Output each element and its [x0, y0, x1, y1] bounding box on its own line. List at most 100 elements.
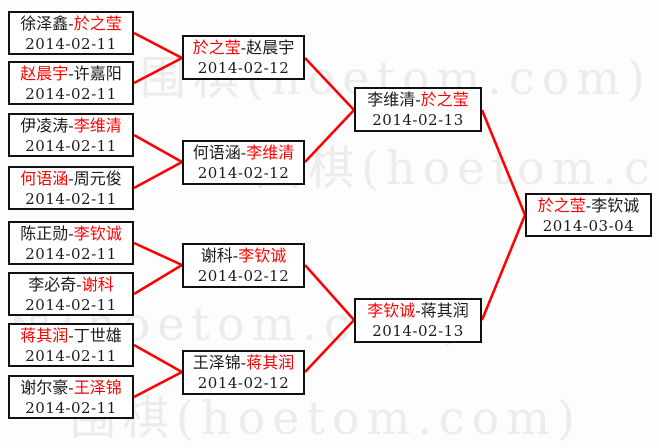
- bracket-connector: [133, 160, 183, 190]
- match-players: 伊凌涛-李维清: [10, 116, 132, 136]
- player-name: 许嘉阳: [73, 64, 122, 83]
- bracket-connector: [480, 214, 527, 321]
- player-name: 蒋其润: [246, 353, 295, 372]
- match-date: 2014-02-11: [25, 85, 117, 103]
- match-players: 徐泽鑫-於之莹: [10, 14, 132, 34]
- match-box: 谢尔豪-王泽锦 2014-02-11: [8, 375, 134, 419]
- player-name: 何语涵: [20, 169, 69, 188]
- player-name: 於之莹: [192, 38, 241, 57]
- player-separator: -: [68, 116, 74, 135]
- player-name: 周元俊: [73, 169, 122, 188]
- match-players: 赵晨宇-许嘉阳: [10, 64, 132, 84]
- match-players: 谢尔豪-王泽锦: [10, 378, 132, 398]
- match-date: 2014-02-12: [197, 374, 290, 392]
- bracket-connector: [133, 343, 183, 374]
- match-players: 於之莹-赵晨宇: [184, 38, 303, 58]
- bracket-connector: [133, 241, 183, 267]
- match-players: 於之莹-李钦诚: [527, 196, 650, 216]
- match-box: 李钦诚-蒋其润 2014-02-13: [354, 298, 482, 343]
- player-separator: -: [415, 90, 421, 109]
- match-box: 何语涵-周元俊 2014-02-11: [8, 166, 134, 210]
- match-box: 伊凌涛-李维清 2014-02-11: [8, 113, 134, 157]
- match-date: 2014-02-11: [25, 399, 117, 417]
- player-name: 於之莹: [420, 90, 469, 109]
- player-name: 蒋其润: [20, 326, 69, 345]
- match-date: 2014-02-11: [25, 137, 117, 155]
- player-separator: -: [415, 301, 421, 320]
- player-name: 谢科: [200, 246, 233, 265]
- match-players: 谢科-李钦诚: [184, 246, 303, 266]
- match-box: 於之莹-赵晨宇 2014-02-12: [182, 35, 305, 80]
- bracket-connector: [133, 370, 183, 399]
- player-separator: -: [68, 378, 74, 397]
- player-separator: -: [76, 275, 82, 294]
- player-separator: -: [68, 14, 74, 33]
- match-date: 2014-02-12: [197, 164, 290, 182]
- match-box: 李维清-於之莹 2014-02-13: [354, 87, 482, 132]
- player-separator: -: [585, 196, 592, 215]
- match-players: 李必奇-谢科: [10, 275, 132, 295]
- bracket-connectors: [133, 31, 527, 399]
- player-separator: -: [68, 326, 74, 345]
- player-name: 李维清: [246, 143, 295, 162]
- player-name: 陈正勋: [20, 224, 69, 243]
- player-name: 赵晨宇: [20, 64, 69, 83]
- match-players: 蒋其润-丁世雄: [10, 326, 132, 346]
- player-name: 何语涵: [192, 143, 241, 162]
- match-date: 2014-02-13: [372, 322, 464, 340]
- match-date: 2014-03-04: [542, 217, 635, 235]
- player-separator: -: [68, 64, 74, 83]
- player-name: 李必奇: [28, 275, 77, 294]
- match-date: 2014-02-11: [25, 245, 117, 263]
- match-box: 何语涵-李维清 2014-02-12: [182, 140, 305, 185]
- bracket-connector: [133, 133, 183, 164]
- match-box: 王泽锦-蒋其润 2014-02-12: [182, 350, 305, 395]
- player-name: 李钦诚: [73, 224, 122, 243]
- match-date: 2014-02-11: [25, 35, 117, 53]
- bracket-connector: [304, 264, 355, 321]
- player-name: 蒋其润: [420, 301, 469, 320]
- match-date: 2014-02-11: [25, 296, 117, 314]
- match-box: 蒋其润-丁世雄 2014-02-11: [8, 323, 134, 367]
- player-separator: -: [240, 143, 247, 162]
- player-name: 王泽锦: [192, 353, 241, 372]
- player-name: 谢科: [81, 275, 114, 294]
- match-box: 李必奇-谢科 2014-02-11: [8, 272, 134, 316]
- player-separator: -: [68, 169, 74, 188]
- watermark-text: 围棋(hoetom.com): [255, 141, 659, 195]
- player-name: 伊凌涛: [20, 116, 69, 135]
- player-name: 谢尔豪: [20, 378, 69, 397]
- player-name: 李维清: [367, 90, 416, 109]
- player-name: 王泽锦: [73, 378, 122, 397]
- match-box: 於之莹-李钦诚 2014-03-04: [525, 193, 652, 237]
- player-name: 李钦诚: [367, 301, 416, 320]
- match-players: 陈正勋-李钦诚: [10, 224, 132, 244]
- match-date: 2014-02-11: [25, 190, 117, 208]
- match-players: 李维清-於之莹: [356, 90, 480, 110]
- bracket-connector: [133, 31, 183, 60]
- bracket-connector: [304, 57, 355, 111]
- bracket-connector: [133, 263, 183, 296]
- bracket-connector: [480, 109, 527, 216]
- player-separator: -: [232, 246, 239, 265]
- match-box: 赵晨宇-许嘉阳 2014-02-11: [8, 61, 134, 105]
- player-separator: -: [240, 38, 247, 57]
- bracket-connector: [304, 319, 355, 373]
- match-box: 徐泽鑫-於之莹 2014-02-11: [8, 11, 134, 55]
- player-separator: -: [240, 353, 247, 372]
- match-players: 何语涵-李维清: [184, 143, 303, 163]
- player-name: 於之莹: [73, 14, 122, 33]
- match-date: 2014-02-12: [197, 267, 290, 285]
- match-date: 2014-02-12: [197, 59, 290, 77]
- bracket-connector: [304, 109, 355, 163]
- bracket-connector: [133, 56, 183, 85]
- match-players: 王泽锦-蒋其润: [184, 353, 303, 373]
- player-name: 李钦诚: [238, 246, 287, 265]
- match-date: 2014-02-13: [372, 111, 464, 129]
- player-name: 李钦诚: [591, 196, 640, 215]
- player-separator: -: [68, 224, 74, 243]
- player-name: 於之莹: [537, 196, 586, 215]
- player-name: 丁世雄: [73, 326, 122, 345]
- match-players: 何语涵-周元俊: [10, 169, 132, 189]
- player-name: 徐泽鑫: [20, 14, 69, 33]
